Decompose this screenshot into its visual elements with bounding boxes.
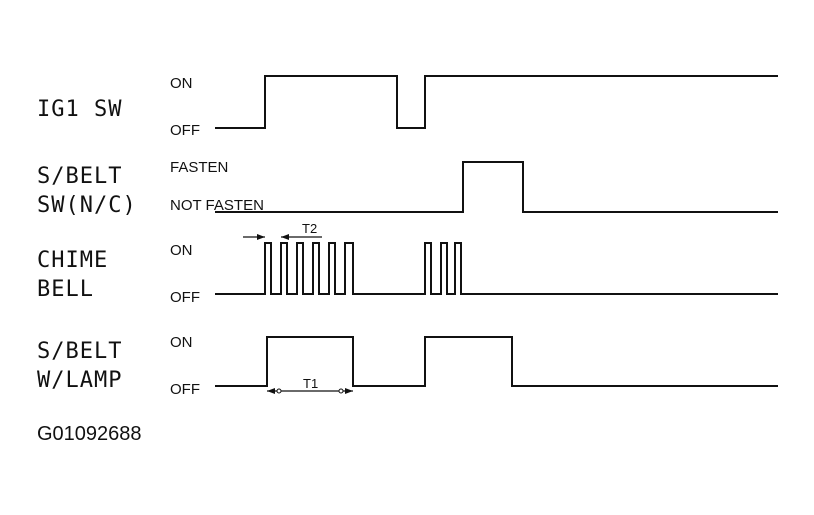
chime-bell-row: CHIME BELL ON OFF T2 xyxy=(37,221,778,306)
lamp-off-label: OFF xyxy=(170,381,200,398)
t2-dimension: T2 xyxy=(243,221,322,240)
chime-label-line1: CHIME xyxy=(37,248,108,273)
ig1-off-label: OFF xyxy=(170,122,200,139)
belt-sw-label-line1: S/BELT xyxy=(37,164,122,189)
ig1-on-label: ON xyxy=(170,75,193,92)
chime-on-label: ON xyxy=(170,242,193,259)
ig1-sw-waveform xyxy=(215,75,778,129)
t1-label: T1 xyxy=(303,376,318,391)
lamp-label-line1: S/BELT xyxy=(37,339,122,364)
figure-id: G01092688 xyxy=(37,423,142,445)
ig1-sw-label: IG1 SW xyxy=(37,97,122,122)
belt-sw-not-fasten-label: NOT FASTEN xyxy=(170,197,264,214)
belt-sw-label-line2: SW(N/C) xyxy=(37,193,137,218)
chime-bell-waveform xyxy=(215,242,778,295)
lamp-label-line2: W/LAMP xyxy=(37,368,122,393)
chime-label-line2: BELL xyxy=(37,277,94,302)
t2-label: T2 xyxy=(302,221,317,236)
lamp-on-label: ON xyxy=(170,334,193,351)
belt-sw-row: S/BELT SW(N/C) FASTEN NOT FASTEN xyxy=(37,159,778,218)
t1-dimension: T1 xyxy=(267,376,353,394)
lamp-waveform xyxy=(215,336,778,387)
lamp-row: S/BELT W/LAMP ON OFF T1 xyxy=(37,334,778,398)
belt-sw-fasten-label: FASTEN xyxy=(170,159,228,176)
belt-sw-waveform xyxy=(215,161,778,213)
ig1-sw-row: IG1 SW ON OFF xyxy=(37,75,778,139)
chime-off-label: OFF xyxy=(170,289,200,306)
